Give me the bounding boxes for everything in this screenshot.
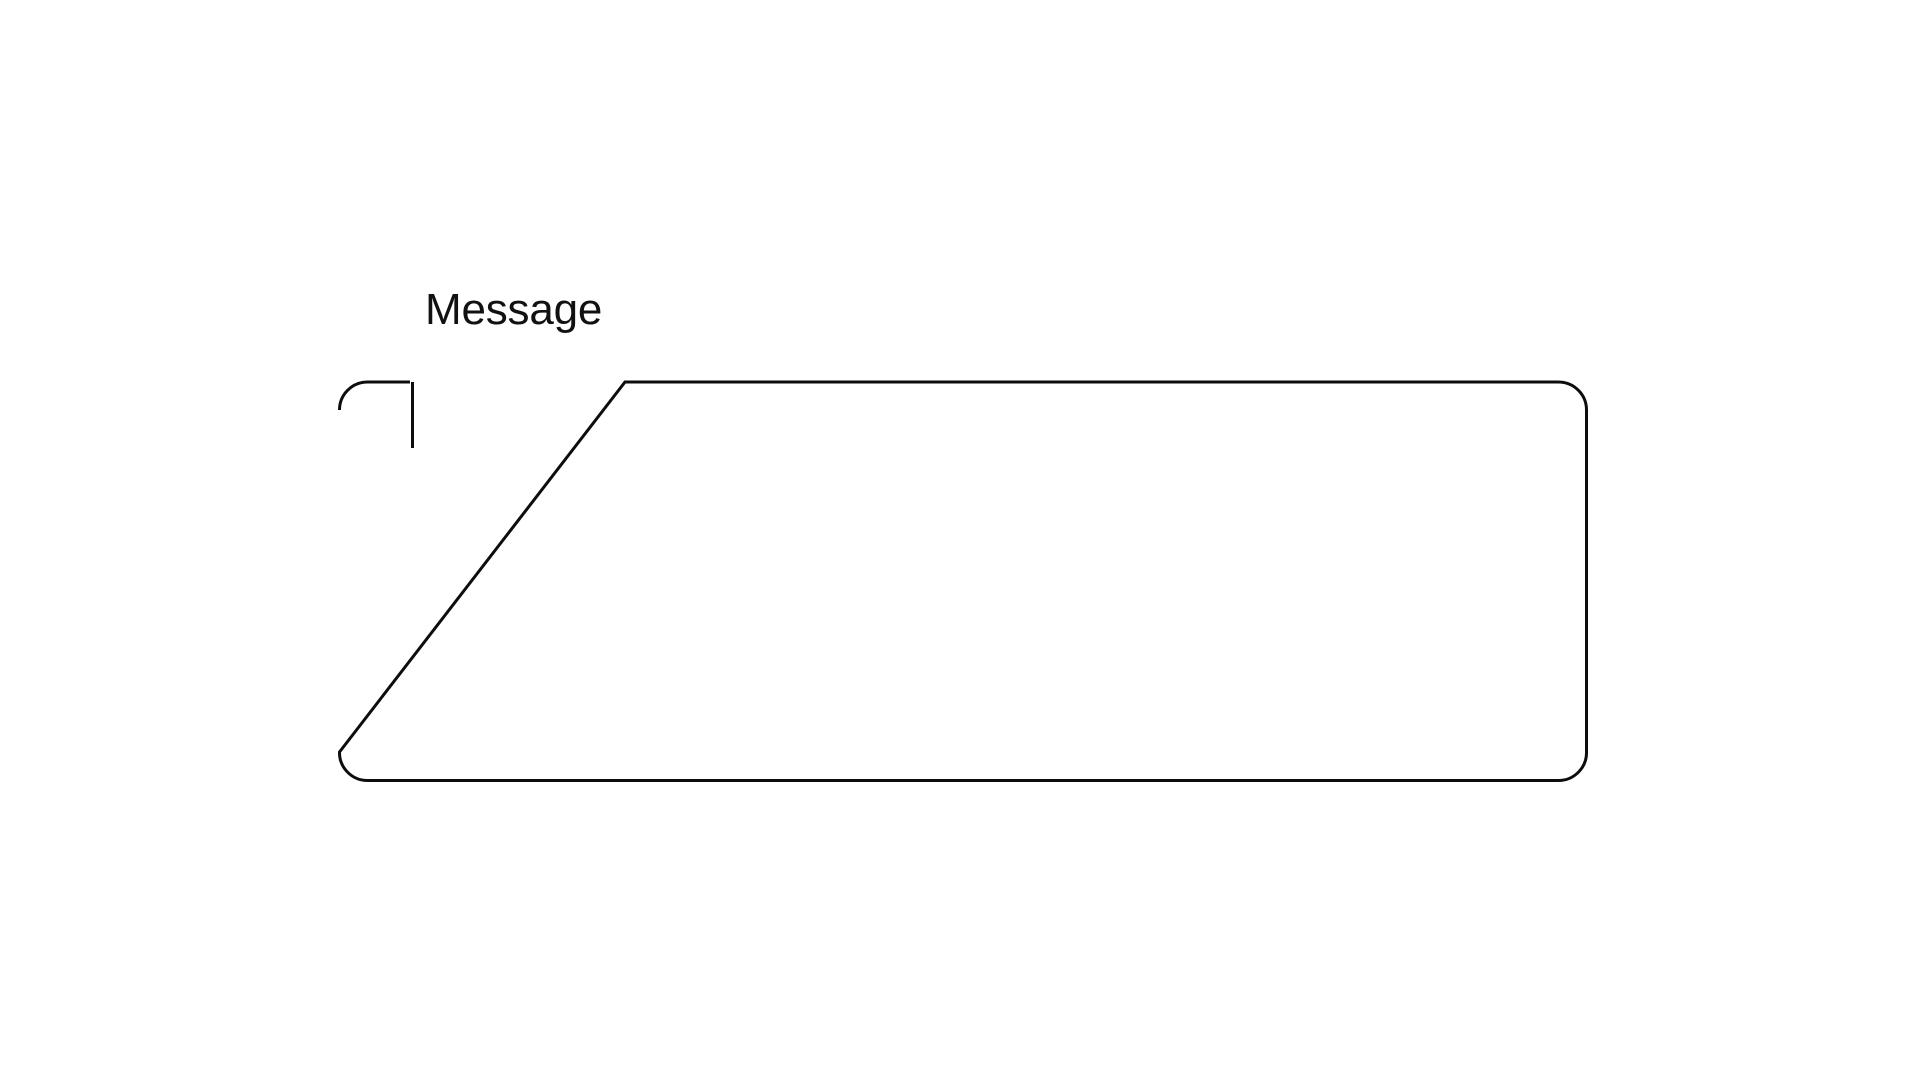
message-text-content[interactable] xyxy=(411,382,1548,448)
message-input-area[interactable] xyxy=(338,310,1588,782)
text-caret xyxy=(411,382,414,448)
message-textarea-field[interactable]: Message xyxy=(337,277,1589,782)
field-label-message: Message xyxy=(415,277,613,343)
